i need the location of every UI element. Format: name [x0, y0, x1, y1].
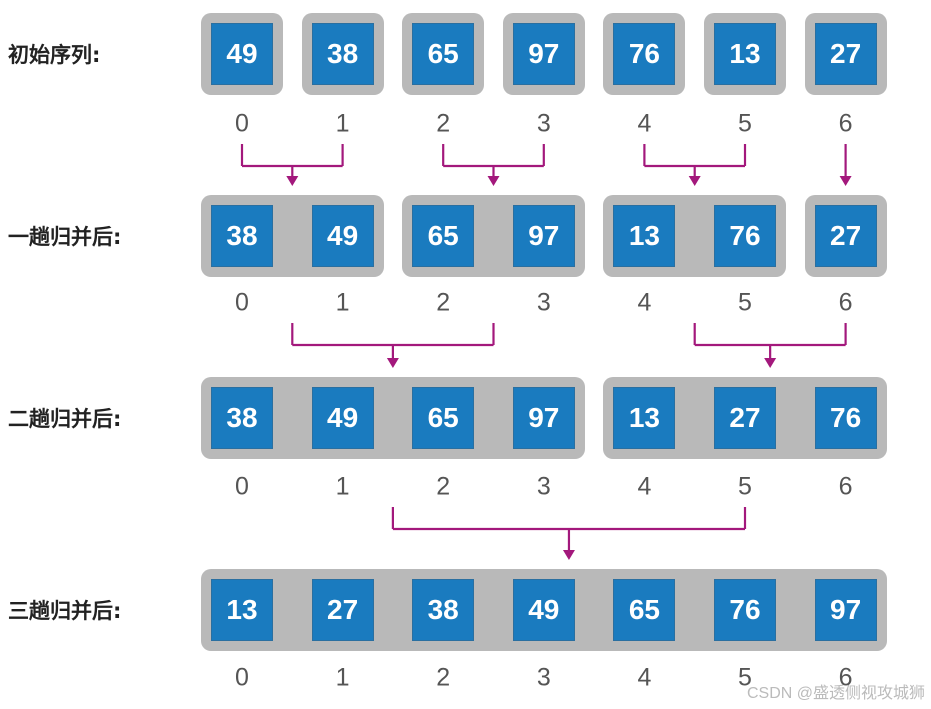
watermark: CSDN @盛透侧视攻城狮 — [746, 685, 925, 702]
array-cell: 49 — [211, 23, 273, 85]
index-label: 2 — [436, 472, 451, 501]
array-cell: 38 — [311, 23, 374, 85]
index-label: 1 — [335, 109, 350, 138]
array-cell: 65 — [412, 23, 475, 85]
array-cell: 65 — [412, 205, 475, 267]
row-label: 初始序列: — [8, 43, 101, 67]
arrow-down-icon — [286, 176, 299, 186]
array-cell: 27 — [714, 387, 776, 449]
array-cell: 97 — [814, 579, 877, 641]
array-cell: 76 — [814, 387, 877, 449]
array-cell: 49 — [311, 205, 374, 267]
index-label: 0 — [235, 472, 249, 501]
index-label: 4 — [637, 663, 652, 692]
arrow-down-icon — [487, 176, 500, 186]
array-cell: 49 — [512, 579, 575, 641]
array-cell: 13 — [613, 387, 676, 449]
array-cell: 97 — [512, 387, 575, 449]
array-cell: 97 — [512, 205, 575, 267]
index-label: 3 — [536, 663, 551, 692]
arrow-down-icon — [562, 550, 575, 560]
index-label: 0 — [235, 109, 249, 138]
index-label: 1 — [335, 663, 350, 692]
index-label: 6 — [838, 472, 853, 501]
index-label: 2 — [436, 663, 451, 692]
index-label: 1 — [335, 472, 350, 501]
array-cell: 38 — [211, 205, 273, 267]
array-cell: 27 — [814, 23, 877, 85]
index-label: 6 — [838, 288, 853, 317]
array-cell: 13 — [613, 205, 676, 267]
index-label: 5 — [738, 109, 752, 138]
index-label: 3 — [536, 472, 551, 501]
arrow-down-icon — [839, 176, 852, 186]
array-cell: 65 — [412, 387, 475, 449]
arrow-down-icon — [688, 176, 701, 186]
index-label: 6 — [838, 109, 853, 138]
index-label: 4 — [637, 472, 652, 501]
index-label: 4 — [637, 288, 652, 317]
index-label: 0 — [235, 288, 249, 317]
index-label: 2 — [436, 288, 451, 317]
index-label: 2 — [436, 109, 451, 138]
array-cell: 13 — [714, 23, 776, 85]
arrow-down-icon — [764, 358, 777, 368]
index-label: 3 — [536, 288, 551, 317]
array-cell: 97 — [512, 23, 575, 85]
index-label: 5 — [738, 472, 752, 501]
array-cell: 38 — [412, 579, 475, 641]
index-label: 5 — [738, 663, 752, 692]
array-cell: 49 — [311, 387, 374, 449]
index-label: 6 — [838, 663, 853, 692]
array-cell: 13 — [211, 579, 273, 641]
index-label: 4 — [637, 109, 652, 138]
row-label: 二趟归并后: — [8, 407, 122, 431]
array-cell: 38 — [211, 387, 273, 449]
index-label: 0 — [235, 663, 249, 692]
index-label: 1 — [335, 288, 350, 317]
array-cell: 76 — [714, 205, 776, 267]
array-cell: 76 — [714, 579, 776, 641]
array-cell: 27 — [814, 205, 877, 267]
row-label: 三趟归并后: — [8, 599, 122, 623]
row-label: 一趟归并后: — [8, 225, 122, 249]
index-label: 5 — [738, 288, 752, 317]
arrow-down-icon — [386, 358, 399, 368]
array-cell: 76 — [613, 23, 676, 85]
index-label: 3 — [536, 109, 551, 138]
array-cell: 65 — [613, 579, 676, 641]
array-cell: 27 — [311, 579, 374, 641]
